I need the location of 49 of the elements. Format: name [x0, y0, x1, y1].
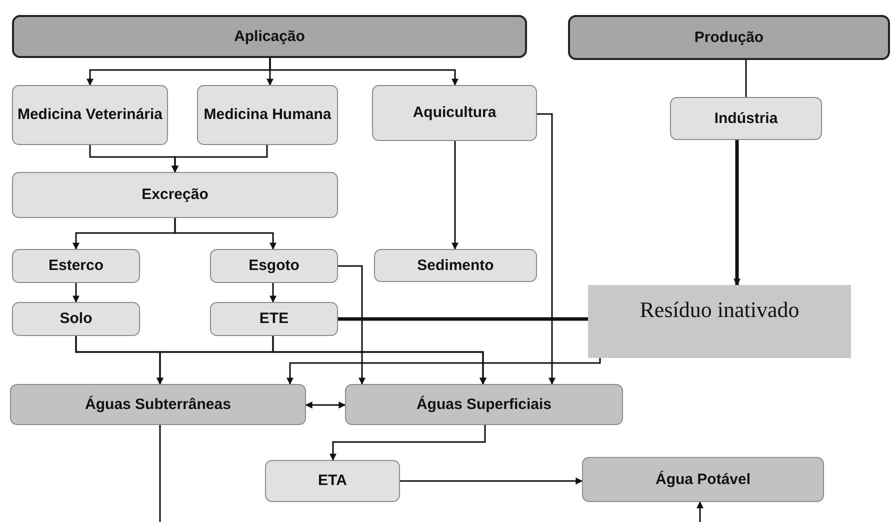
connector-arrow: [269, 58, 458, 86]
connector-arrow: [72, 283, 80, 303]
node-label: Sedimento: [417, 256, 494, 274]
water-box: [345, 384, 623, 425]
connector-arrow: [270, 283, 276, 303]
process-box: [197, 85, 338, 145]
process-box: [12, 249, 140, 283]
connector-arrow: [452, 141, 458, 250]
connector-arrow: [734, 140, 740, 286]
connector-arrow: [330, 425, 486, 461]
category-box: [12, 15, 527, 58]
node-label: Esgoto: [248, 257, 300, 275]
connector-arrow: [272, 336, 486, 385]
node-label: Aplicação: [234, 28, 305, 46]
water-box: [10, 384, 306, 425]
category-box: [568, 15, 890, 60]
node-label: Águas Superficiais: [416, 396, 552, 414]
node-label: ETE: [259, 310, 289, 328]
node-label: Águas Subterrâneas: [85, 396, 231, 414]
node-label: Excreção: [142, 186, 208, 204]
process-box: [265, 460, 400, 502]
process-box: [210, 249, 338, 283]
node-label: Esterco: [48, 257, 104, 275]
process-box: [210, 302, 338, 336]
process-box: [374, 249, 537, 282]
node-label: ETA: [318, 472, 347, 490]
connector-arrow: [305, 402, 346, 408]
connector-arrow: [286, 358, 601, 385]
process-box: [12, 302, 140, 336]
node-label: Medicina Humana: [204, 106, 332, 124]
node-label: Produção: [694, 28, 764, 46]
process-box: [12, 172, 338, 218]
connector-arrow: [172, 145, 268, 173]
connector-arrow: [400, 478, 583, 484]
connector-arrow: [174, 218, 276, 250]
connector-arrow: [338, 265, 366, 385]
node-label: Aquicultura: [412, 104, 496, 122]
node-label: Indústria: [714, 110, 778, 128]
connector-arrow: [537, 113, 556, 385]
process-box: [12, 85, 168, 145]
process-box: [670, 97, 822, 140]
node-label: Resíduo inativado: [640, 297, 800, 322]
water-box: [582, 457, 824, 502]
result-box: [588, 285, 851, 358]
process-box: [372, 85, 537, 141]
node-label: Água Potável: [655, 470, 751, 488]
node-label: Medicina Veterinária: [17, 106, 163, 124]
node-label: Solo: [60, 310, 92, 328]
connector-arrow: [696, 501, 704, 522]
